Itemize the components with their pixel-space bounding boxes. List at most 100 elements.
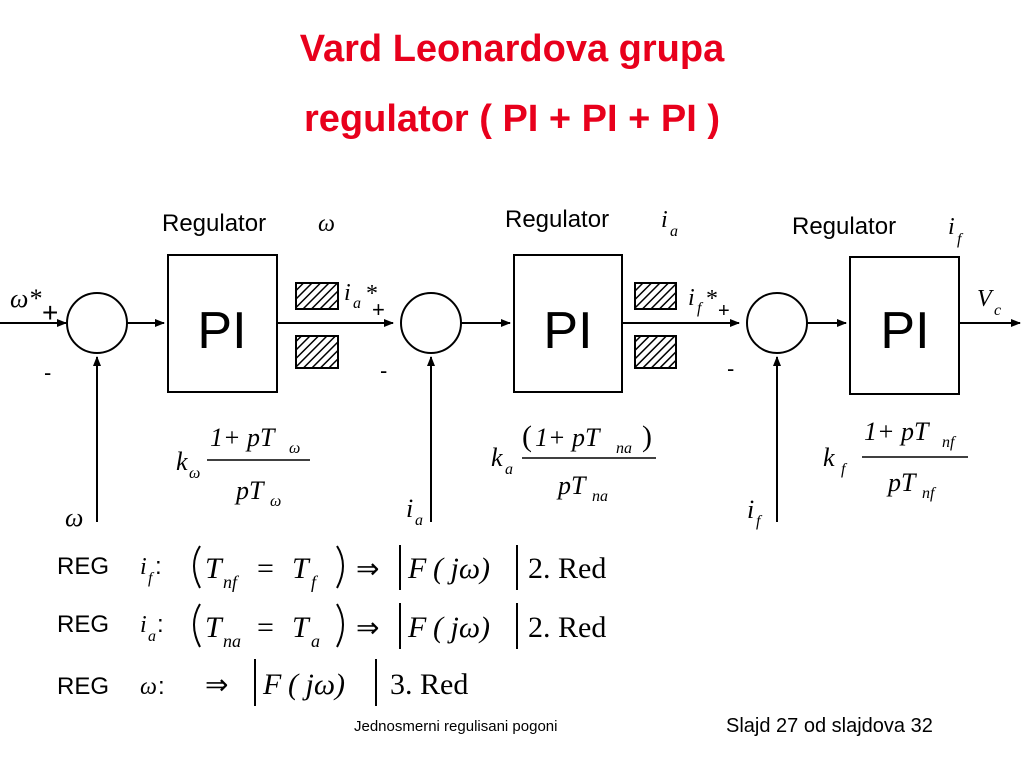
tf-denominator: pT <box>886 468 917 497</box>
ia-ref-sub: a <box>353 295 361 312</box>
pi-block-ia <box>513 254 623 393</box>
equation-omega: REG ω : ⇒ F ( jω) 3. Red <box>57 659 468 706</box>
cond-eq: = <box>257 611 274 644</box>
cond-lhs: T <box>205 611 224 644</box>
order-label: 3. Red <box>390 668 468 701</box>
tf-gain: k <box>823 443 835 472</box>
tf-gain: k <box>491 443 503 472</box>
order-label: 2. Red <box>528 611 606 644</box>
reg-var-sub: a <box>148 628 156 645</box>
regulator-label: Regulator <box>162 210 266 237</box>
reg-colon: : <box>155 553 162 580</box>
minus-sign: - <box>727 356 734 381</box>
summing-junction-omega <box>66 292 128 354</box>
regulator-if-label: Regulator i f <box>792 213 964 248</box>
reg-colon: : <box>158 673 165 700</box>
summing-junction-ia <box>400 292 462 354</box>
limiter-lower-omega <box>295 335 339 369</box>
regulator-label: Regulator <box>505 206 609 233</box>
cond-eq: = <box>257 552 274 585</box>
transfer-F: F <box>407 611 427 644</box>
vc-sub: c <box>994 302 1001 319</box>
tf-numerator: 1+ pT <box>535 423 601 452</box>
cond-rhs-sub: a <box>311 631 320 651</box>
footer-course-title: Jednosmerni regulisani pogoni <box>354 718 558 735</box>
stage-ia: + - i a PI i f * + <box>372 254 740 529</box>
equation-ia: REG i a : T na = T a ⇒ F ( jω) 2. Red <box>57 603 606 651</box>
limiter-upper-ia <box>634 282 677 310</box>
order-label: 2. Red <box>528 552 606 585</box>
tf-rparen: ) <box>642 420 652 453</box>
tf-gain-sub: a <box>505 461 513 478</box>
feedback-if-sub: f <box>756 513 763 530</box>
tf-denominator-sub: nf <box>922 485 937 502</box>
limiter-upper-omega <box>295 282 339 310</box>
slide-title-line-2: regulator ( PI + PI + PI ) <box>304 98 720 140</box>
if-ref-star: * <box>706 286 718 312</box>
reg-colon: : <box>157 611 164 638</box>
cond-rhs: T <box>292 611 311 644</box>
transfer-function-omega: k ω 1+ pT ω pT ω <box>176 423 310 510</box>
cond-lparen <box>193 603 201 648</box>
feedback-ia-label: i <box>406 494 413 523</box>
regulator-omega-label: Regulator ω <box>162 210 335 237</box>
tf-lparen: ( <box>522 420 532 453</box>
tf-gain-sub: f <box>841 461 848 478</box>
ia-symbol: i <box>661 207 668 233</box>
cond-rhs-sub: f <box>311 572 319 592</box>
tf-numerator-sub: na <box>616 440 632 457</box>
omega-ref-label: ω* <box>10 284 41 313</box>
reg-label: REG <box>57 611 109 638</box>
reg-var: i <box>140 612 147 638</box>
cond-rhs: T <box>292 552 311 585</box>
reg-label: REG <box>57 673 109 700</box>
transfer-arg: ( jω) <box>433 611 490 644</box>
transfer-arg: ( jω) <box>288 668 345 701</box>
transfer-function-ia: k a ( 1+ pT na ) pT na <box>491 420 656 505</box>
transfer-F: F <box>262 668 282 701</box>
if-ref-label: i <box>688 285 695 311</box>
plus-sign: + <box>42 297 58 328</box>
regulator-label: Regulator <box>792 213 896 240</box>
reg-var-sub: f <box>148 570 155 587</box>
footer-slide-number: Slajd 27 od slajdova 32 <box>726 715 933 737</box>
tf-denominator: pT <box>234 476 265 505</box>
slide-title-line-1: Vard Leonardova grupa <box>299 28 725 70</box>
limiter-lower-ia <box>634 335 677 369</box>
pi-label: PI <box>880 302 929 360</box>
if-ref-sub: f <box>697 300 704 317</box>
reg-var: ω <box>140 674 157 700</box>
feedback-omega-label: ω <box>65 503 83 532</box>
implies-arrow: ⇒ <box>356 554 379 585</box>
omega-symbol: ω <box>318 211 335 237</box>
vc-label: V <box>977 286 994 312</box>
pi-label: PI <box>197 302 246 360</box>
stage-omega: ω* + - ω PI i a * <box>0 254 394 532</box>
feedback-if-label: i <box>747 495 754 524</box>
plus-sign: + <box>372 297 385 322</box>
cond-lparen <box>193 545 201 589</box>
tf-numerator-sub: ω <box>289 440 300 457</box>
minus-sign: - <box>380 358 387 383</box>
cond-lhs: T <box>205 552 224 585</box>
tf-denominator-sub: ω <box>270 493 281 510</box>
cond-lhs-sub: nf <box>223 572 240 592</box>
tf-gain-sub: ω <box>189 465 200 482</box>
reg-label: REG <box>57 553 109 580</box>
tf-numerator: 1+ pT <box>210 423 276 452</box>
minus-sign: - <box>44 360 51 385</box>
plus-sign: + <box>718 300 730 322</box>
transfer-F: F <box>407 552 427 585</box>
ia-symbol-sub: a <box>670 223 678 240</box>
tf-denominator: pT <box>556 471 587 500</box>
implies-arrow: ⇒ <box>205 670 228 701</box>
feedback-ia-sub: a <box>415 512 423 529</box>
equation-if: REG i f : T nf = T f ⇒ F ( jω) 2. Red <box>57 545 606 592</box>
pi-block-if <box>849 256 960 395</box>
cond-rparen <box>336 603 344 648</box>
reg-var: i <box>140 554 147 580</box>
transfer-function-if: k f 1+ pT nf pT nf <box>823 417 968 502</box>
cond-rparen <box>336 545 344 589</box>
summing-junction-if <box>746 292 808 354</box>
